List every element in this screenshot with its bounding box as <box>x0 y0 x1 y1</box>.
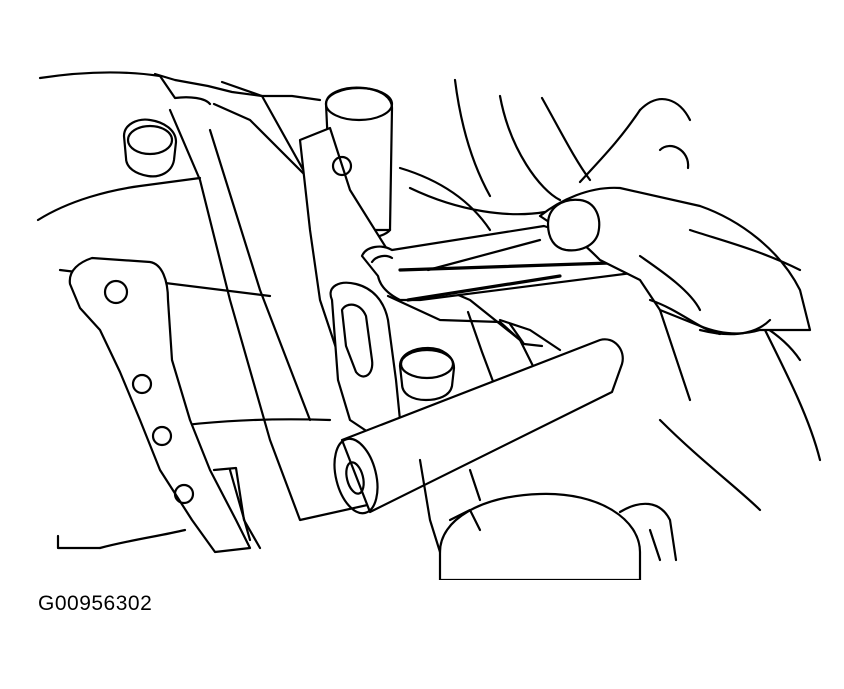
pipe-horizontal <box>333 338 624 515</box>
technical-illustration <box>36 71 822 580</box>
lower-component <box>418 458 678 580</box>
mount-bolt <box>398 346 456 402</box>
hand-icon <box>538 98 812 336</box>
mounting-bracket-icon <box>68 256 262 554</box>
bolt-icon <box>122 118 178 178</box>
figure-id-label: G00956302 <box>38 592 153 615</box>
